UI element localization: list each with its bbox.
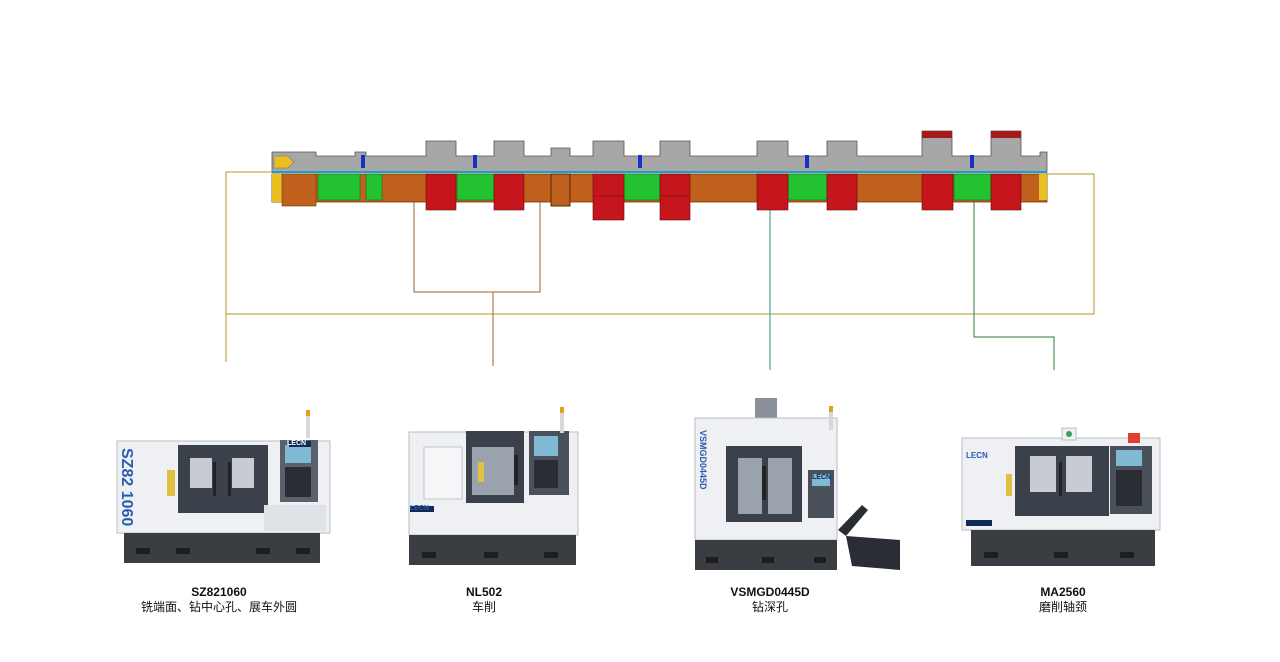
machine-side-text-vsmgd0445d: VSMGD0445D (698, 430, 708, 490)
connector-ma2560 (973, 196, 1055, 370)
oil-holes (361, 155, 974, 168)
machine-model: MA2560 (1040, 585, 1086, 599)
brand-sz821060: LECN (287, 440, 307, 447)
journals (317, 173, 992, 201)
machine-model: SZ821060 (191, 585, 247, 599)
brand-ma2560: LECN (966, 451, 988, 460)
brand-nl502: LECN (410, 505, 430, 512)
cam-lobes (425, 173, 1022, 221)
machine-model: VSMGD0445D (730, 585, 810, 599)
brand-vsmgd0445d: LECN (812, 474, 832, 481)
shaft-upper-half (271, 130, 1048, 173)
cam-top-red-2 (991, 131, 1021, 138)
machine-vsmgd0445d: VSMGD0445D (694, 398, 900, 570)
machine-operation: 磨削轴颈 (1038, 600, 1087, 614)
label-vsmgd0445d: VSMGD0445D 钻深孔 (660, 585, 880, 615)
end-yellow-right (1039, 174, 1047, 200)
label-nl502: NL502 车削 (374, 585, 594, 615)
end-drill-hole (273, 155, 295, 169)
connector-nl502 (413, 196, 541, 293)
connector-lines (225, 171, 1095, 370)
gear-block (550, 173, 571, 207)
machine-operation: 钻深孔 (751, 600, 788, 614)
end-flange-left (281, 173, 317, 207)
machine-side-text-sz821060: SZ82 1060 (118, 448, 135, 526)
connector-sz821060 (225, 171, 276, 362)
machine-operation: 车削 (471, 600, 496, 614)
connector-sz821060-right (226, 173, 1095, 315)
label-ma2560: MA2560 磨削轴颈 (953, 585, 1173, 615)
machine-model: NL502 (465, 585, 503, 599)
camshaft-section (271, 130, 1048, 221)
label-sz821060: SZ821060 铣端面、钻中心孔、展车外圆 (109, 585, 329, 615)
machine-operation: 铣端面、钻中心孔、展车外圆 (140, 600, 297, 614)
cam-top-red-1 (922, 131, 952, 138)
machine-nl502 (408, 407, 579, 565)
end-yellow-left (272, 174, 282, 202)
machine-sz821060: SZ82 1060 (116, 410, 331, 563)
machine-ma2560 (961, 427, 1161, 566)
